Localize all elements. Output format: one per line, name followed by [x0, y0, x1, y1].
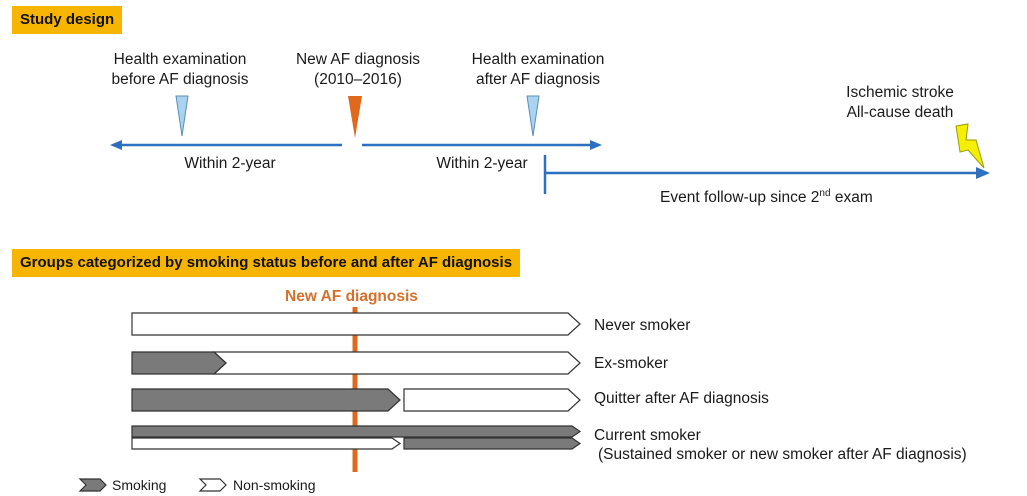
outcome-death: All-cause death: [846, 104, 954, 121]
followup-sup: nd: [819, 188, 831, 199]
legend-smoking-label: Smoking: [112, 477, 167, 493]
outcome-stroke: Ischemic stroke: [846, 84, 954, 101]
followup-arrow: [543, 155, 990, 194]
legend-nonsmoking-label: Non-smoking: [233, 477, 316, 493]
never-smoker-bar: [131, 312, 581, 336]
groups-header-text: Groups categorized by smoking status bef…: [20, 254, 513, 271]
exam-after-line2: after AF diagnosis: [475, 71, 601, 88]
study-design-header: Study design: [12, 6, 123, 34]
legend-nonsmoking-swatch: [198, 478, 227, 492]
within-left-label: Within 2-year: [184, 155, 276, 172]
exam-before-label: Health examination before AF diagnosis: [95, 50, 265, 90]
exam-after-line1: Health examination: [471, 51, 605, 68]
followup-label: Event follow-up since 2nd exam: [660, 184, 873, 208]
lightning-icon: [955, 123, 985, 169]
row-label-never: Never smoker: [594, 317, 691, 334]
within-right-label: Within 2-year: [436, 155, 528, 172]
outcomes-label: Ischemic stroke All-cause death: [830, 83, 970, 123]
af-diagnosis-label: New AF diagnosis (2010–2016): [278, 50, 438, 90]
timeline-after-arrow: [362, 140, 602, 150]
af-diagnosis-line2: (2010–2016): [314, 71, 402, 88]
followup-end: exam: [830, 189, 873, 207]
af-line-label: New AF diagnosis: [285, 288, 418, 305]
exam-before-marker: [175, 95, 189, 137]
groups-header: Groups categorized by smoking status bef…: [12, 249, 521, 277]
legend-smoking-swatch: [78, 478, 107, 492]
quitter-nonsmoking-bar: [403, 388, 581, 412]
exam-after-label: Health examination after AF diagnosis: [453, 50, 623, 90]
timeline-before-arrow: [110, 140, 342, 150]
current-smoker-bottom-smoking-bar: [403, 437, 582, 450]
row-label-current: Current smoker: [594, 427, 701, 444]
exam-after-marker: [526, 95, 540, 137]
followup-text: Event follow-up since 2: [660, 189, 820, 207]
row-label-quitter: Quitter after AF diagnosis: [594, 390, 769, 407]
af-diagnosis-line1: New AF diagnosis: [295, 51, 421, 68]
af-diagnosis-marker: [348, 96, 362, 138]
row-label-ex: Ex-smoker: [594, 355, 669, 372]
ex-smoker-smoking-bar: [131, 351, 227, 375]
quitter-smoking-bar: [131, 388, 401, 412]
ex-smoker-nonsmoking-bar: [212, 351, 581, 375]
row-sublabel-current: (Sustained smoker or new smoker after AF…: [598, 446, 967, 463]
current-smoker-top-bar: [131, 425, 582, 438]
study-design-header-text: Study design: [20, 11, 115, 28]
exam-before-line1: Health examination: [113, 51, 247, 68]
exam-before-line2: before AF diagnosis: [111, 71, 249, 88]
current-smoker-bottom-nonsmoking-bar: [131, 437, 402, 450]
